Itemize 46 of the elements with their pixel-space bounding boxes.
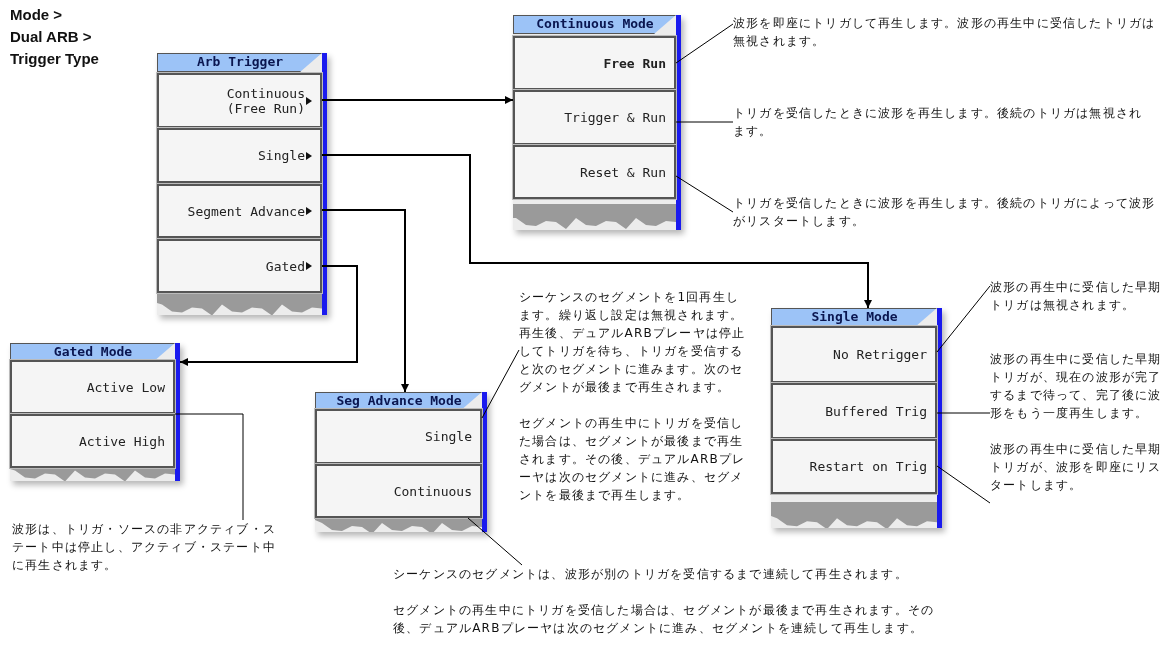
menu-panel <box>157 53 327 315</box>
annotation-text: トリガを受信したときに波形を再生します。後続のトリガは無視されます。 <box>733 105 1144 140</box>
softkey: Buffered Trig <box>771 383 937 439</box>
leader-line <box>174 413 244 521</box>
leader-line <box>675 121 734 123</box>
softkey: Restart on Trig <box>771 439 937 494</box>
softkey: Active High <box>10 414 175 468</box>
arrow <box>179 265 358 366</box>
arrow <box>321 154 872 309</box>
softkey: Continuous (Free Run) <box>157 73 322 128</box>
arrow <box>321 96 514 104</box>
leader-line <box>481 349 520 419</box>
softkey: Active Low <box>10 360 175 414</box>
annotation-text: シーケンスのセグメントは、波形が別のトリガを受信するまで連続して再生されます。 <box>393 566 909 583</box>
softkey: Reset & Run <box>513 145 676 199</box>
softkey: Single <box>315 409 482 464</box>
softkey: Segment Advance <box>157 184 322 238</box>
leader-line <box>467 517 523 566</box>
menu-panel <box>771 308 942 528</box>
annotation-text: シーケンスのセグメントを1回再生します。繰り返し設定は無視されます。再生後、デュアルARBプレーヤは停止してトリガを待ち、トリガを受信すると次のセグメントに進みます。次のセグメントが最後まで再生されます。 <box>519 289 747 396</box>
menu-panel <box>315 392 487 532</box>
softkey: No Retrigger <box>771 326 937 383</box>
annotation-text: 波形は、トリガ・ソースの非アクティブ・ステート中は停止し、アクティブ・ステート中に再生されます。 <box>12 521 277 574</box>
annotation-text: 波形の再生中に受信した早期トリガが、波形を即座にリスタートします。 <box>990 441 1163 494</box>
annotation-text: トリガを受信したときに波形を再生します。後続のトリガによって波形がリスタートします。 <box>733 195 1157 230</box>
annotation-text: 波形を即座にトリガして再生します。波形の再生中に受信したトリガは無視されます。 <box>733 15 1157 50</box>
annotation-text: セグメントの再生中にトリガを受信した場合は、セグメントが最後まで再生されます。その後、デュアルARBプレーヤは次のセグメントに進み、セグメントを連続して再生します。 <box>393 602 936 637</box>
softkey: Single <box>157 128 322 183</box>
annotation-text: セグメントの再生中にトリガを受信した場合は、セグメントが最後まで再生されます。その後、デュアルARBプレーヤは次のセグメントに進み、セグメントを最後まで再生します。 <box>519 415 747 504</box>
softkey: Free Run <box>513 36 676 90</box>
title: Mode > Dual ARB > Trigger Type <box>10 5 99 69</box>
menu-header: Continuous Mode <box>513 15 676 34</box>
annotation-text: 波形の再生中に受信した早期トリガが、現在の波形が完了するまで待って、完了後に波形をもう一度再生します。 <box>990 351 1163 422</box>
softkey: Trigger & Run <box>513 90 676 145</box>
softkey: Continuous <box>315 464 482 518</box>
arrow <box>321 209 409 393</box>
menu-panel <box>513 15 681 230</box>
menu-panel <box>10 343 180 481</box>
leader-line <box>936 285 991 353</box>
leader-line <box>936 412 991 414</box>
softkey: Gated <box>157 239 322 293</box>
menu-header: Arb Trigger <box>157 53 322 72</box>
annotation-text: 波形の再生中に受信した早期トリガは無視されます。 <box>990 279 1163 314</box>
leader-line <box>675 23 734 64</box>
leader-line <box>936 465 991 504</box>
leader-line <box>675 175 734 213</box>
